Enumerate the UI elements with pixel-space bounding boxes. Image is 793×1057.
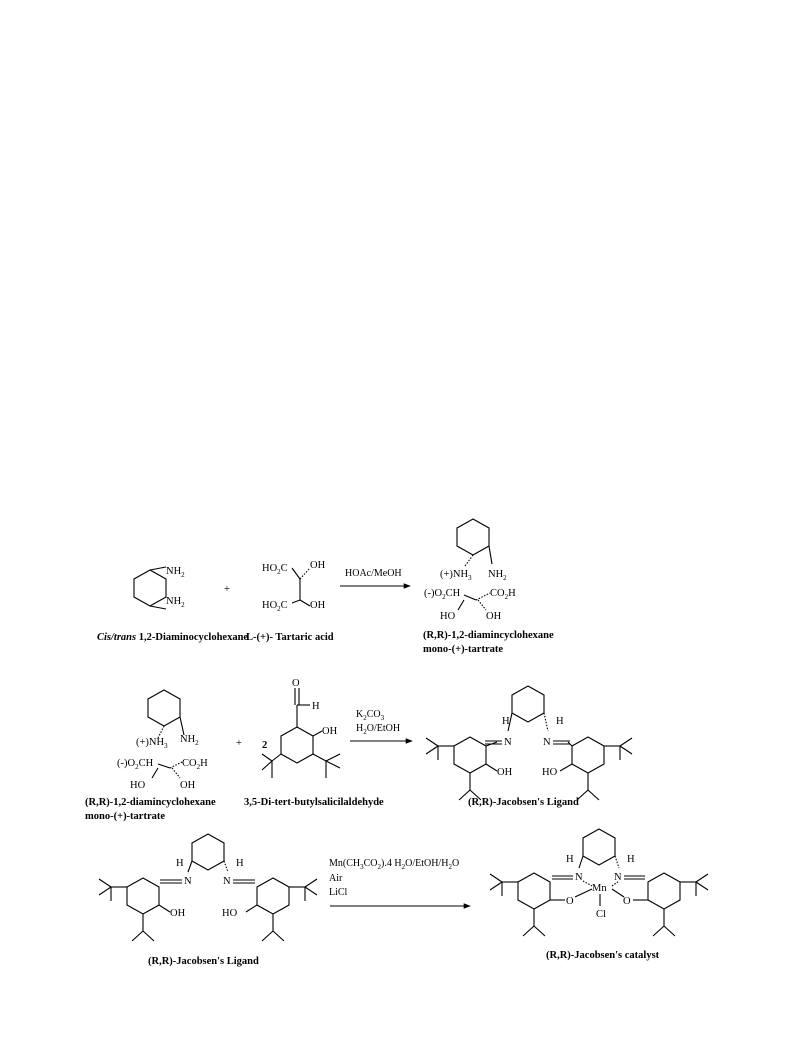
svg-text:(-)O2CH: (-)O2CH bbox=[424, 588, 461, 601]
svg-text:(+)NH3: (+)NH3 bbox=[440, 569, 472, 582]
svg-text:H: H bbox=[627, 854, 635, 865]
coefficient-2: 2 bbox=[262, 740, 267, 751]
svg-text:N: N bbox=[184, 876, 192, 887]
svg-text:HO: HO bbox=[440, 611, 456, 622]
tartrate-salt-structure-2: (+)NH3 NH2 (-)O2CH CO2H HO OH bbox=[117, 689, 208, 791]
svg-text:OH: OH bbox=[322, 726, 338, 737]
svg-text:OH: OH bbox=[497, 767, 513, 778]
svg-text:HO: HO bbox=[222, 908, 238, 919]
svg-text:NH2: NH2 bbox=[488, 569, 507, 582]
reactant1-row2-name-line2: mono-(+)-tartrate bbox=[85, 811, 165, 822]
svg-text:HO2C: HO2C bbox=[262, 600, 288, 613]
jacobsen-ligand-structure: H H N N OH HO bbox=[425, 685, 633, 801]
svg-text:N: N bbox=[504, 737, 512, 748]
svg-text:H: H bbox=[502, 716, 510, 727]
svg-text:HO2C: HO2C bbox=[262, 563, 288, 576]
svg-text:CO2H: CO2H bbox=[490, 588, 516, 601]
svg-text:N: N bbox=[614, 872, 622, 883]
svg-text:NH2: NH2 bbox=[180, 734, 199, 747]
svg-text:N: N bbox=[575, 872, 583, 883]
reactant-row3-name: (R,R)-Jacobsen's Ligand bbox=[148, 956, 259, 967]
svg-text:O: O bbox=[566, 896, 574, 907]
svg-text:(+)NH3: (+)NH3 bbox=[136, 737, 168, 750]
svg-text:N: N bbox=[223, 876, 231, 887]
svg-text:OH: OH bbox=[310, 560, 326, 571]
tartaric-acid-structure: HO2C OH HO2C OH bbox=[262, 560, 326, 613]
svg-text:OH: OH bbox=[170, 908, 186, 919]
conditions-1: HOAc/MeOH bbox=[345, 568, 402, 579]
svg-text:HO: HO bbox=[542, 767, 558, 778]
plus-sign: + bbox=[224, 584, 230, 595]
jacobsen-catalyst-structure: H H N N Mn Cl O O bbox=[489, 828, 709, 937]
conditions-3-line1: Mn(CH3CO2).4 H2O/EtOH/H2O bbox=[329, 858, 459, 871]
svg-text:H: H bbox=[312, 701, 320, 712]
svg-text:CO2H: CO2H bbox=[182, 758, 208, 771]
product1-name-line2: mono-(+)-tartrate bbox=[423, 644, 503, 655]
reactant1-row2-name-line1: (R,R)-1,2-diamincyclohexane bbox=[85, 797, 216, 808]
svg-text:H: H bbox=[566, 854, 574, 865]
reactant2-name: L-(+)- Tartaric acid bbox=[246, 632, 334, 643]
conditions-3-line2: Air bbox=[329, 873, 343, 884]
product3-name: (R,R)-Jacobsen's catalyst bbox=[546, 950, 660, 961]
svg-text:Cl: Cl bbox=[596, 909, 606, 920]
diaminocyclohexane-structure: NH2 NH2 bbox=[133, 566, 185, 610]
svg-text:NH2: NH2 bbox=[166, 596, 185, 609]
product1-name-line1: (R,R)-1,2-diamincyclohexane bbox=[423, 630, 554, 641]
tartrate-salt-structure: (+)NH3 NH2 (-)O2CH CO2H HO OH bbox=[424, 518, 516, 622]
svg-text:H: H bbox=[236, 858, 244, 869]
svg-text:OH: OH bbox=[180, 780, 196, 791]
product2-name: (R,R)-Jacobsen's Ligand bbox=[468, 797, 579, 808]
reactant1-name: Cis/trans 1,2-Diaminocyclohexane bbox=[97, 632, 248, 643]
svg-text:OH: OH bbox=[486, 611, 502, 622]
svg-text:O: O bbox=[292, 678, 300, 689]
conditions-3-line3: LiCl bbox=[329, 887, 348, 898]
svg-text:(-)O2CH: (-)O2CH bbox=[117, 758, 154, 771]
svg-text:O: O bbox=[623, 896, 631, 907]
plus-sign-2: + bbox=[236, 738, 242, 749]
svg-text:N: N bbox=[543, 737, 551, 748]
svg-text:HO: HO bbox=[130, 780, 146, 791]
svg-text:H: H bbox=[176, 858, 184, 869]
jacobsen-ligand-structure-2: H H N N OH HO bbox=[98, 833, 318, 942]
svg-text:H: H bbox=[556, 716, 564, 727]
svg-text:Mn: Mn bbox=[592, 883, 607, 894]
conditions-2-line2: H2O/EtOH bbox=[356, 723, 400, 736]
salicylaldehyde-structure: H O OH bbox=[261, 678, 341, 778]
conditions-2-line1: K2CO3 bbox=[356, 709, 385, 722]
svg-text:OH: OH bbox=[310, 600, 326, 611]
svg-text:NH2: NH2 bbox=[166, 566, 185, 579]
reactant2-row2-name: 3,5-Di-tert-butylsalicilaldehyde bbox=[244, 797, 384, 808]
